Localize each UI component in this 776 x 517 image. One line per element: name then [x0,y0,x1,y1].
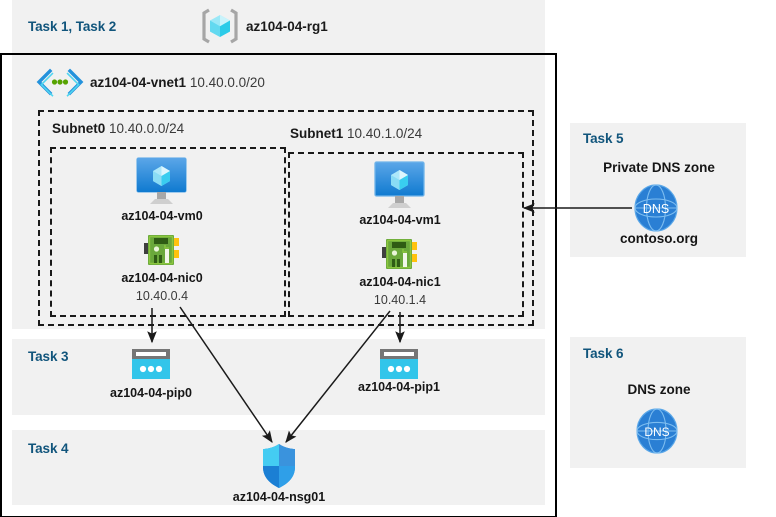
resource-group-header-band [12,0,545,53]
public-ip-address-icon [378,347,420,383]
dns-zone-heading: DNS zone [627,382,691,397]
task-1-2-label: Task 1, Task 2 [28,19,117,34]
task-3-label: Task 3 [28,349,69,364]
subnet0-box [50,147,286,317]
subnet1-title: Subnet1 10.40.1.0/24 [290,126,422,141]
pip0-label: az104-04-pip0 [110,386,192,400]
nic0-label: az104-04-nic0 [121,271,203,285]
subnet1-box [288,152,524,317]
nic1-ip: 10.40.1.4 [373,293,427,307]
pip1-label: az104-04-pip1 [358,380,440,394]
private-dns-zone-heading: Private DNS zone [603,160,715,175]
vnet-cidr: 10.40.0.0/20 [189,75,265,90]
vnet-panel [12,55,545,329]
network-interface-icon [144,232,180,268]
nic0-ip: 10.40.0.4 [135,289,189,303]
dns-globe-icon: DNS [632,184,680,232]
subnet0-cidr: 10.40.0.0/24 [109,121,185,136]
vnet-title: az104-04-vnet1 10.40.0.0/20 [90,75,265,90]
nic1-label: az104-04-nic1 [359,275,441,289]
resource-group-cube-icon [200,6,240,46]
virtual-machine-icon [371,160,428,210]
task-3-panel [12,339,545,415]
task-4-label: Task 4 [28,441,69,456]
vm0-label: az104-04-vm0 [121,209,203,223]
vnet-name: az104-04-vnet1 [90,75,187,90]
subnet0-name: Subnet0 [52,121,106,136]
subnet1-cidr: 10.40.1.0/24 [347,126,423,141]
nsg-label: az104-04-nsg01 [232,490,326,504]
resource-group-name: az104-04-rg1 [246,19,328,34]
task-6-label: Task 6 [583,346,624,361]
subnet1-name: Subnet1 [290,126,344,141]
subnet0-title: Subnet0 10.40.0.0/24 [52,121,184,136]
public-ip-address-icon [130,347,172,383]
task-5-label: Task 5 [583,131,624,146]
dns-globe-icon: DNS [634,408,680,454]
virtual-network-icon [36,68,84,97]
resource-group-name-text: az104-04-rg1 [246,19,328,34]
vm1-label: az104-04-vm1 [359,213,441,227]
virtual-machine-icon [133,156,190,206]
network-security-group-shield-icon [261,443,297,489]
svg-text:DNS: DNS [643,202,669,216]
network-interface-icon [382,236,418,272]
svg-text:DNS: DNS [644,425,669,439]
private-dns-zone-name: contoso.org [620,231,698,246]
